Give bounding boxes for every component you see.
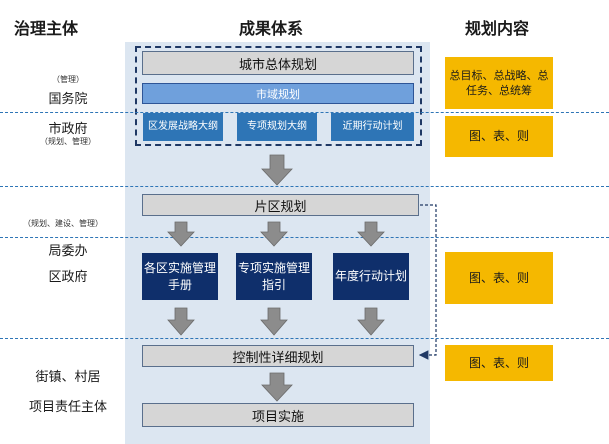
annual-plan-box: 年度行动计划	[333, 253, 409, 300]
tables-rules-box-3: 图、表、则	[445, 345, 553, 381]
guowuyuan-label: 国务院	[48, 92, 88, 107]
header-results: 成果体系	[239, 19, 304, 38]
separator-4	[0, 338, 609, 339]
header-governance: 治理主体	[14, 19, 79, 38]
guowuyuan-note: （管理）	[52, 75, 84, 84]
detailed-control-plan-box: 控制性详细规划	[142, 345, 414, 367]
down-arrow-4	[261, 372, 293, 402]
separator-1	[0, 112, 609, 113]
dashed-connector	[418, 204, 437, 360]
city-master-plan-box: 城市总体规划	[142, 51, 414, 75]
special-plan-box: 专项规划大纲	[237, 113, 317, 141]
district-strategy-box: 区发展战略大纲	[143, 113, 223, 141]
goals-box: 总目标、总战略、总任务、总统筹	[445, 57, 553, 109]
quzhengfu-label: 区政府	[48, 270, 88, 285]
city-plan-frame	[135, 46, 422, 146]
shizhengfu-note: （规划、管理）	[40, 137, 96, 146]
tables-rules-box-1: 图、表、则	[445, 116, 553, 157]
down-arrow-2b	[260, 221, 288, 247]
separator-3	[0, 237, 609, 238]
project-impl-box: 项目实施	[142, 403, 414, 427]
down-arrow-3b	[260, 307, 288, 336]
down-arrow-1	[261, 154, 293, 186]
down-arrow-3a	[167, 307, 195, 336]
juweiban-label: 局委办	[48, 244, 88, 259]
down-arrow-2a	[167, 221, 195, 247]
near-term-plan-box: 近期行动计划	[331, 113, 414, 141]
special-guide-box: 专项实施管理指引	[236, 253, 312, 300]
tables-rules-box-2: 图、表、则	[445, 252, 553, 304]
project-owner-label: 项目责任主体	[28, 400, 107, 415]
down-arrow-2c	[357, 221, 385, 247]
city-area-plan-box: 市域规划	[142, 83, 414, 104]
down-arrow-3c	[357, 307, 385, 336]
header-content: 规划内容	[465, 19, 530, 38]
zone-plan-box: 片区规划	[142, 194, 419, 216]
jiezhen-label: 街镇、村居	[35, 370, 101, 385]
separator-2	[0, 186, 609, 187]
district-manual-box: 各区实施管理手册	[142, 253, 218, 300]
shizhengfu-label: 市政府	[48, 122, 88, 137]
juweiban-note: （规划、建设、管理）	[23, 219, 103, 228]
